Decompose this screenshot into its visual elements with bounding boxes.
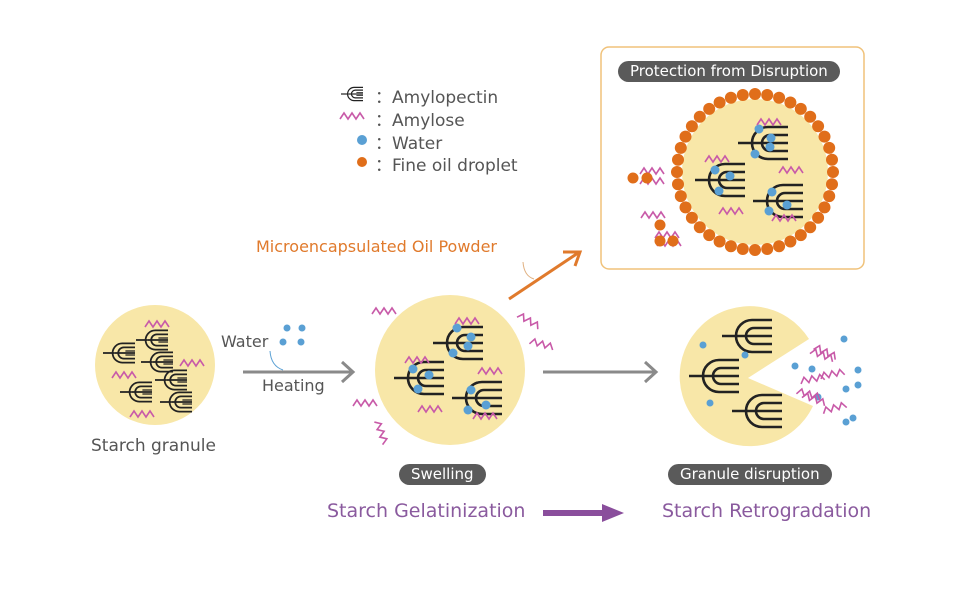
legend-label-water: ：Water: [375, 134, 443, 154]
oil-droplet: [724, 91, 737, 104]
oil-droplet: [761, 89, 774, 101]
water-icon: [357, 135, 367, 145]
oil-droplet: [693, 110, 706, 123]
oil-droplet: [812, 120, 825, 133]
legend-label-amylopectin: ：Amylopectin: [375, 88, 499, 108]
oil-droplet-ring: [671, 88, 839, 256]
oil-droplet: [826, 153, 838, 166]
oil-droplet: [823, 141, 836, 154]
oil-droplet: [827, 166, 839, 178]
oil-droplet: [818, 201, 831, 214]
oil-droplet: [804, 110, 817, 123]
heating-arrow: [243, 360, 356, 384]
oil-droplet: [749, 244, 761, 256]
starch-gelatinization-label: Starch Gelatinization: [327, 500, 526, 522]
oil-droplet: [794, 229, 807, 242]
starch-granule: [95, 305, 215, 425]
oil-droplet: [804, 221, 817, 234]
oil-droplet: [794, 102, 807, 115]
oil-droplet: [812, 211, 825, 224]
legend-label-oil-droplet: ：Fine oil droplet: [375, 156, 518, 176]
process-arrow: [543, 504, 624, 522]
swollen-granule: [352, 295, 555, 446]
oil-droplet: [818, 130, 831, 143]
microencapsulated-arrow: [508, 250, 583, 301]
disruption-arrow: [543, 360, 659, 384]
amylose-icon: [339, 112, 365, 120]
oil-droplet: [674, 190, 687, 203]
oil-droplet: [672, 153, 684, 166]
oil-droplet-icon: [357, 157, 367, 167]
water-label: Water: [221, 332, 269, 351]
disrupted-granule: [679, 306, 862, 447]
oil-droplet: [736, 243, 749, 255]
oil-droplet: [724, 240, 737, 253]
oil-droplet: [823, 190, 836, 203]
oil-droplet: [773, 91, 786, 104]
oil-droplet: [826, 178, 838, 191]
oil-droplet: [671, 166, 683, 178]
starch-granule-label: Starch granule: [91, 436, 216, 456]
oil-droplet: [749, 88, 761, 100]
water-heating-step: [243, 324, 356, 384]
legend: [339, 86, 367, 167]
oil-droplet: [761, 243, 774, 255]
oil-droplet: [674, 141, 687, 154]
oil-droplet: [693, 221, 706, 234]
heating-label: Heating: [262, 376, 325, 395]
granule-disruption-badge: Granule disruption: [668, 464, 832, 485]
protection-box: [600, 46, 865, 270]
oil-droplet: [736, 89, 749, 101]
oil-droplet: [713, 96, 726, 109]
oil-droplet: [703, 229, 716, 242]
oil-droplet: [703, 102, 716, 115]
swelling-badge: Swelling: [399, 464, 486, 485]
oil-droplet: [672, 178, 684, 191]
oil-droplet: [784, 235, 797, 248]
starch-retrogradation-label: Starch Retrogradation: [662, 500, 872, 522]
microencapsulated-oil-powder-label: Microencapsulated Oil Powder: [256, 237, 497, 256]
oil-droplet: [685, 211, 698, 224]
protection-badge: Protection from Disruption: [618, 61, 840, 82]
oil-droplet: [773, 240, 786, 253]
oil-droplet: [784, 96, 797, 109]
oil-droplet: [679, 130, 692, 143]
legend-label-amylose: ：Amylose: [375, 111, 465, 131]
oil-droplet: [685, 120, 698, 133]
oil-droplet: [679, 201, 692, 214]
oil-droplet: [713, 235, 726, 248]
amylopectin-icon: [340, 86, 364, 102]
